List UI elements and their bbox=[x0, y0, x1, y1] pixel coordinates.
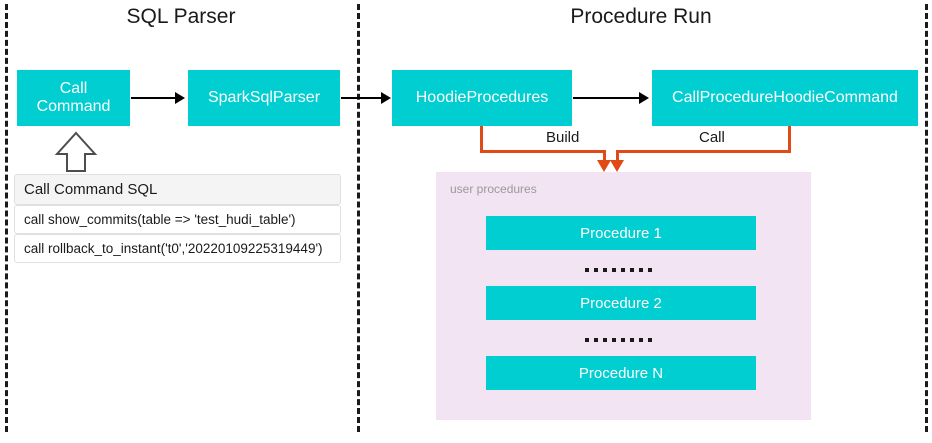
sql-table-row: call rollback_to_instant('t0','202201092… bbox=[14, 234, 341, 263]
section-title-sql-parser: SQL Parser bbox=[126, 5, 236, 28]
user-procedures-panel-title: user procedures bbox=[450, 182, 537, 196]
divider-right bbox=[925, 4, 928, 432]
user-procedures-panel: user procedures Procedure 1 Procedure 2 … bbox=[436, 172, 811, 420]
ellipsis-dots-2 bbox=[585, 338, 652, 342]
arrow-hoodie-procedures-to-call-procedure-command bbox=[573, 97, 639, 99]
procedure-bar-1[interactable]: Procedure 1 bbox=[486, 216, 756, 250]
arrow-call-command-to-spark-parser bbox=[131, 97, 175, 99]
node-call-procedure-hoodie-command[interactable]: CallProcedureHoodieCommand bbox=[652, 70, 918, 126]
procedure-bar-2[interactable]: Procedure 2 bbox=[486, 286, 756, 320]
build-connector-vertical-left bbox=[480, 126, 483, 152]
call-connector-horizontal bbox=[616, 150, 791, 153]
arrow-spark-parser-to-hoodie-procedures bbox=[341, 97, 385, 99]
ellipsis-dots-1 bbox=[585, 268, 652, 272]
section-title-procedure-run: Procedure Run bbox=[570, 5, 712, 28]
call-connector-arrow-head bbox=[610, 160, 624, 172]
arrow-head-call-command-to-spark-parser bbox=[175, 92, 185, 104]
sql-table-header: Call Command SQL bbox=[14, 174, 341, 205]
call-command-sql-table: Call Command SQL call show_commits(table… bbox=[14, 174, 341, 263]
connector-label-call: Call bbox=[699, 129, 725, 146]
build-connector-vertical-down bbox=[603, 150, 606, 162]
divider-left bbox=[5, 4, 8, 432]
node-spark-sql-parser[interactable]: SparkSqlParser bbox=[188, 70, 340, 126]
node-hoodie-procedures[interactable]: HoodieProcedures bbox=[392, 70, 572, 126]
node-call-command-line2: Command bbox=[36, 98, 111, 115]
divider-middle bbox=[357, 4, 360, 432]
connector-label-build: Build bbox=[546, 129, 580, 146]
call-connector-vertical-right bbox=[788, 126, 791, 152]
arrow-head-hoodie-procedures-to-call-procedure-command bbox=[639, 92, 649, 104]
node-call-command[interactable]: Call Command bbox=[17, 70, 130, 126]
build-connector-arrow-head bbox=[597, 160, 611, 172]
arrow-head-spark-parser-to-hoodie-procedures bbox=[381, 92, 391, 104]
call-connector-vertical-down bbox=[616, 150, 619, 162]
sql-table-row: call show_commits(table => 'test_hudi_ta… bbox=[14, 205, 341, 234]
node-call-command-line1: Call bbox=[59, 79, 88, 97]
procedure-bar-n[interactable]: Procedure N bbox=[486, 356, 756, 390]
build-connector-horizontal bbox=[480, 150, 606, 153]
hollow-up-arrow-icon bbox=[54, 131, 98, 178]
